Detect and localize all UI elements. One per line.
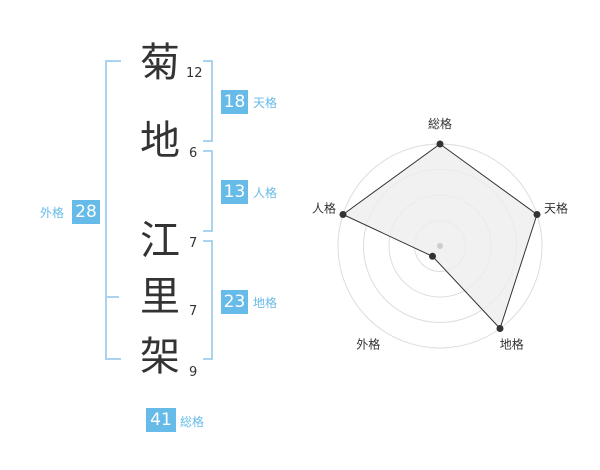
- gaikaku-value: 28: [72, 200, 100, 224]
- radar-point-2: [533, 211, 541, 218]
- radar-point-1: [436, 140, 444, 148]
- chikaku-value: 23: [221, 290, 248, 314]
- radar-point-3: [496, 325, 504, 332]
- name-char-4: 里: [140, 274, 180, 320]
- stroke-count-2: 6: [189, 146, 198, 161]
- radar-point-5: [339, 211, 347, 218]
- stroke-count-1: 12: [186, 66, 203, 81]
- gaikaku-bracket-divider: [107, 296, 119, 298]
- tenkaku-value: 18: [221, 90, 248, 114]
- name-char-1: 菊: [140, 40, 180, 86]
- name-char-3: 江: [140, 218, 180, 264]
- jinkaku-label: 人格: [253, 186, 278, 200]
- jinkaku-bracket: [203, 150, 213, 232]
- soukaku-label: 総格: [180, 415, 205, 429]
- name-char-5: 架: [140, 334, 180, 380]
- radar-axis-label-3: 地格: [500, 337, 524, 352]
- tenkaku-label: 天格: [253, 96, 278, 110]
- stroke-count-3: 7: [189, 236, 198, 251]
- radar-area: [342, 143, 538, 330]
- jinkaku-value: 13: [221, 180, 248, 204]
- radar-axis-label-5: 人格: [312, 200, 336, 215]
- stroke-count-4: 7: [189, 304, 198, 319]
- chikaku-bracket: [203, 240, 213, 360]
- tenkaku-bracket: [203, 60, 213, 142]
- stroke-count-5: 9: [189, 365, 198, 380]
- gaikaku-bracket: [105, 60, 121, 360]
- radar-point-4: [429, 252, 436, 260]
- chikaku-label: 地格: [253, 296, 278, 310]
- radar-center: [437, 243, 443, 249]
- radar-axis-label-2: 天格: [544, 200, 568, 215]
- soukaku-value: 41: [146, 408, 176, 432]
- radar-axis-label-1: 総格: [428, 116, 452, 131]
- radar-axis-label-4: 外格: [356, 337, 380, 352]
- name-char-2: 地: [140, 118, 180, 164]
- gaikaku-label: 外格: [40, 206, 65, 220]
